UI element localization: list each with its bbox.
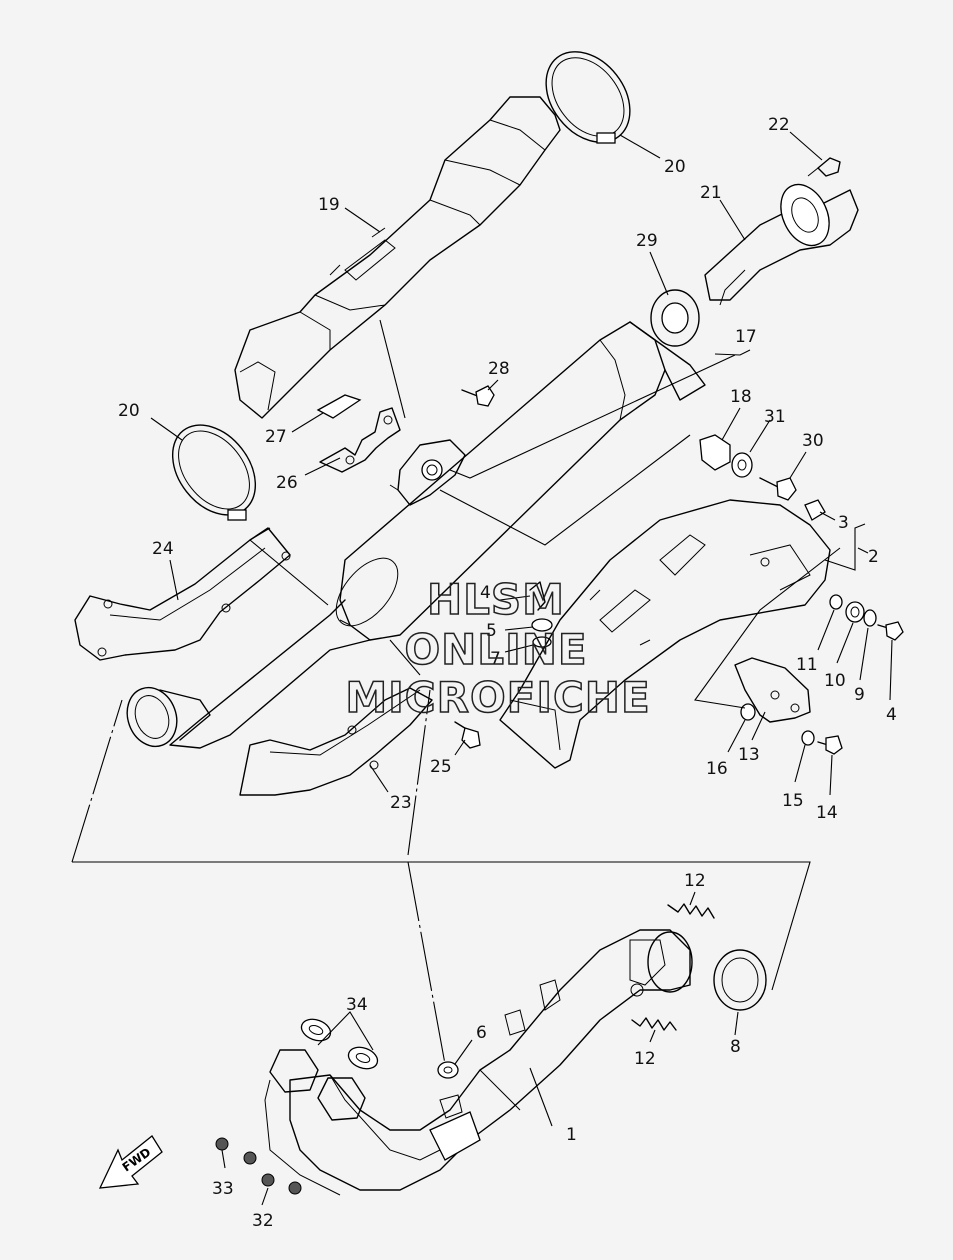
flange-left[interactable] — [269, 1049, 319, 1093]
bolt-28[interactable] — [461, 385, 495, 407]
callout-17: 17 — [735, 327, 757, 347]
callout-1: 1 — [566, 1125, 577, 1145]
flange-right[interactable] — [317, 1077, 366, 1121]
damper-27[interactable] — [316, 394, 362, 419]
callout-11: 11 — [796, 655, 818, 675]
washer-9[interactable] — [863, 609, 877, 627]
washer-15[interactable] — [801, 730, 815, 746]
nut-32-b[interactable] — [288, 1181, 302, 1195]
band-20-left[interactable] — [156, 409, 273, 531]
callout-29: 29 — [636, 231, 658, 251]
bolt-30[interactable] — [759, 477, 797, 501]
callout-32: 32 — [252, 1211, 274, 1231]
muffler-inlet-ring[interactable] — [119, 681, 211, 754]
bolt-25[interactable] — [454, 721, 481, 749]
nut-32-a[interactable] — [261, 1173, 275, 1187]
watermark-line2: ONLINE — [404, 625, 587, 674]
callout-20-left: 20 — [118, 401, 140, 421]
callout-4-center: 4 — [480, 583, 491, 603]
nut-33-a[interactable] — [215, 1137, 229, 1151]
heat-protector-19[interactable] — [234, 96, 561, 419]
washer-16[interactable] — [740, 703, 756, 721]
gasket-8[interactable] — [713, 949, 767, 1011]
fwd-arrow-icon: FWD — [98, 1135, 163, 1189]
callout-13: 13 — [738, 745, 760, 765]
callout-16: 16 — [706, 759, 728, 779]
callout-15: 15 — [782, 791, 804, 811]
watermark: HLSM ONLINE MICROFICHE — [345, 574, 651, 723]
callout-3: 3 — [838, 513, 849, 533]
callout-2: 2 — [868, 547, 879, 567]
bracket-26[interactable] — [319, 407, 401, 473]
damper-18[interactable] — [699, 434, 731, 471]
callout-7: 7 — [490, 649, 501, 669]
callout-33: 33 — [212, 1179, 234, 1199]
callout-20-top: 20 — [664, 157, 686, 177]
nut-33-b[interactable] — [243, 1151, 257, 1165]
callout-22: 22 — [768, 115, 790, 135]
callout-34: 34 — [346, 995, 368, 1015]
callout-6: 6 — [476, 1023, 487, 1043]
bolt-22[interactable] — [807, 157, 841, 177]
callout-4-right: 4 — [886, 705, 897, 725]
bolt-14[interactable] — [817, 735, 843, 755]
callout-28: 28 — [488, 359, 510, 379]
callout-25: 25 — [430, 757, 452, 777]
leader-lines — [150, 131, 893, 1206]
muffler-front-body[interactable] — [499, 499, 831, 769]
muffler-17[interactable] — [169, 321, 706, 749]
callout-14: 14 — [816, 803, 838, 823]
callout-8: 8 — [730, 1037, 741, 1057]
exhaust-pipe-1[interactable] — [264, 929, 693, 1196]
gasket-29[interactable] — [650, 289, 700, 347]
damper-11[interactable] — [829, 594, 843, 610]
callouts: 1 2 3 4 4 5 6 7 8 9 10 11 12 12 13 14 15… — [118, 115, 897, 1231]
callout-5: 5 — [486, 621, 497, 641]
protector-13[interactable] — [734, 657, 811, 723]
callout-12-top: 12 — [684, 871, 706, 891]
callout-26: 26 — [276, 473, 298, 493]
callout-10: 10 — [824, 671, 846, 691]
collar-10[interactable] — [845, 601, 865, 623]
callout-23: 23 — [390, 793, 412, 813]
bolt-4-right[interactable] — [877, 621, 904, 641]
nut-3[interactable] — [804, 499, 826, 521]
bolt-4-center[interactable] — [529, 581, 546, 611]
callout-19: 19 — [318, 195, 340, 215]
watermark-line3: MICROFICHE — [345, 673, 650, 722]
reference-lines — [71, 319, 841, 1065]
watermark-line1: HLSM — [427, 575, 565, 624]
collar-5[interactable] — [531, 618, 553, 632]
gasket-34-b[interactable] — [345, 1043, 380, 1072]
callout-18: 18 — [730, 387, 752, 407]
washer-31[interactable] — [731, 452, 753, 478]
callout-30: 30 — [802, 431, 824, 451]
spring-12-bottom[interactable] — [631, 1017, 677, 1031]
protector-24[interactable] — [74, 527, 291, 661]
damper-6[interactable] — [437, 1061, 459, 1079]
callout-12-bottom: 12 — [634, 1049, 656, 1069]
spring-12-top[interactable] — [667, 903, 715, 919]
tail-pipe-21[interactable] — [704, 177, 859, 306]
callout-27: 27 — [265, 427, 287, 447]
protector-23[interactable] — [239, 687, 433, 796]
band-20-top[interactable] — [529, 35, 647, 158]
callout-21: 21 — [700, 183, 722, 203]
callout-9: 9 — [854, 685, 865, 705]
gasket-34-a[interactable] — [298, 1015, 333, 1044]
callout-31: 31 — [764, 407, 786, 427]
callout-24: 24 — [152, 539, 174, 559]
